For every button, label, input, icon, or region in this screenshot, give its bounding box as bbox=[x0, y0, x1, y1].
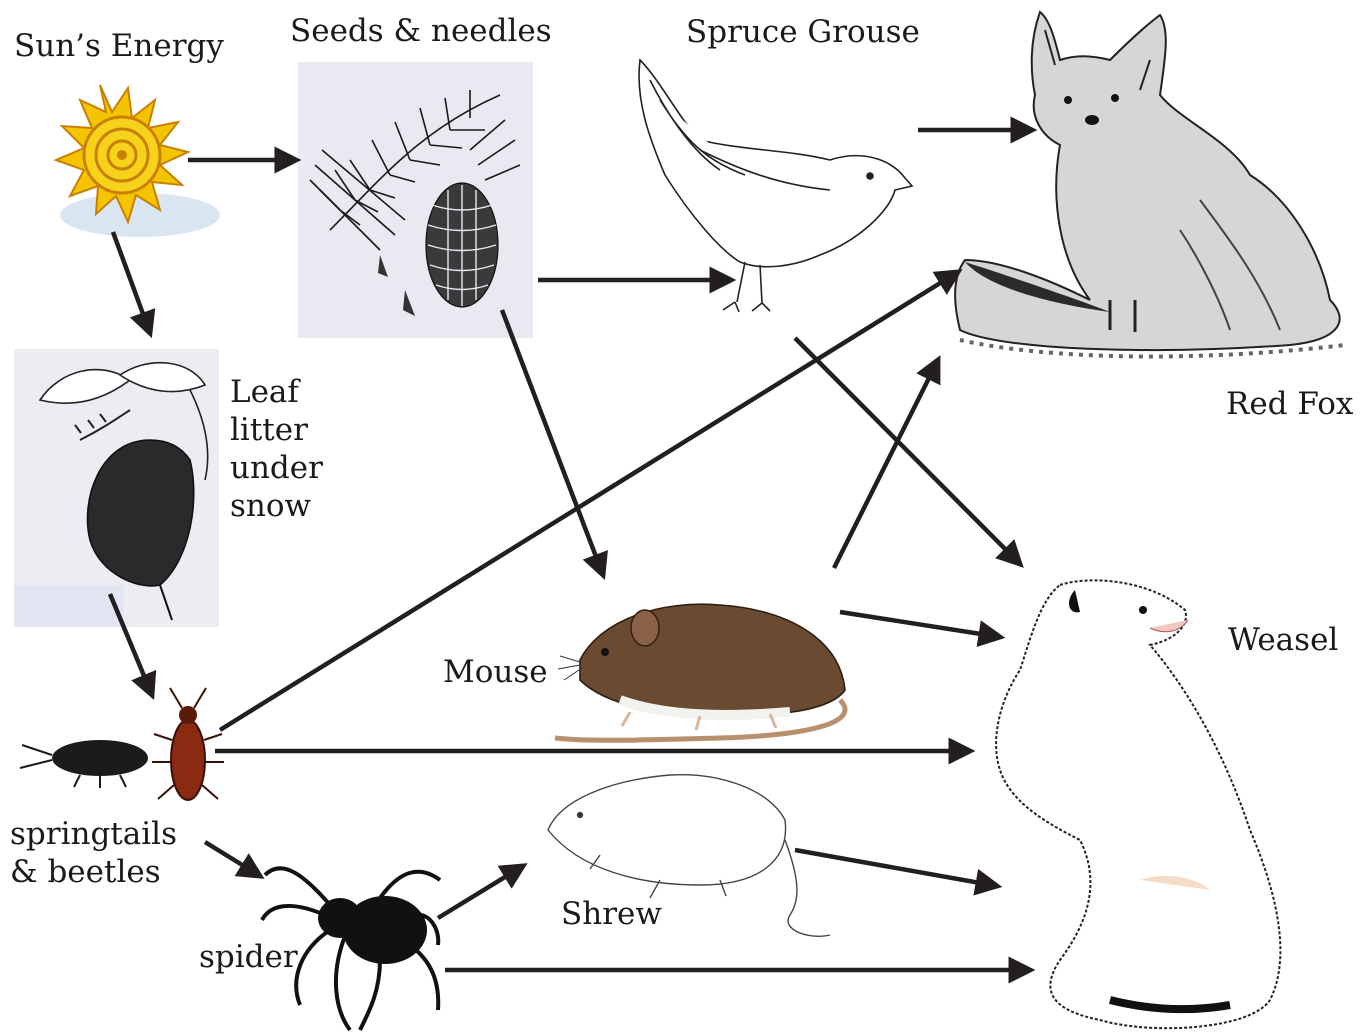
springtails-label-line-1: springtails bbox=[10, 815, 177, 853]
arrow-shrew-to-weasel bbox=[795, 850, 997, 886]
sun-label: Sun’s Energy bbox=[14, 27, 224, 65]
leaf-icon bbox=[14, 349, 219, 627]
beetle-icon bbox=[152, 688, 224, 800]
arrow-beetles-to-spider bbox=[205, 842, 260, 876]
arrow-sun-to-leaf bbox=[113, 232, 150, 333]
mouse-icon bbox=[555, 604, 845, 740]
spider-label: spider bbox=[199, 938, 298, 976]
springtail-icon bbox=[20, 740, 148, 788]
arrow-grouse-to-weasel bbox=[795, 338, 1020, 564]
arrow-seeds-to-mouse bbox=[502, 310, 603, 575]
leaf-label-line-4: snow bbox=[230, 487, 340, 525]
leaf-label: Leaf litter under snow bbox=[230, 373, 340, 525]
fox-icon bbox=[955, 12, 1345, 356]
leaf-label-line-2: litter bbox=[230, 411, 340, 449]
arrow-spider-to-shrew bbox=[438, 866, 523, 918]
mouse-label: Mouse bbox=[443, 653, 548, 691]
fox-label: Red Fox bbox=[1226, 385, 1353, 423]
seeds-label: Seeds & needles bbox=[290, 12, 552, 50]
leaf-label-line-1: Leaf bbox=[230, 373, 340, 411]
springtails-label: springtails & beetles bbox=[10, 815, 177, 891]
grouse-label: Spruce Grouse bbox=[686, 13, 920, 51]
weasel-label: Weasel bbox=[1228, 621, 1338, 659]
pine-cone-icon bbox=[298, 62, 533, 338]
arrow-mouse-to-weasel bbox=[840, 612, 1000, 637]
shrew-label: Shrew bbox=[561, 895, 662, 933]
leaf-label-line-3: under bbox=[230, 449, 340, 487]
springtails-label-line-2: & beetles bbox=[10, 853, 177, 891]
grouse-icon bbox=[639, 60, 912, 312]
